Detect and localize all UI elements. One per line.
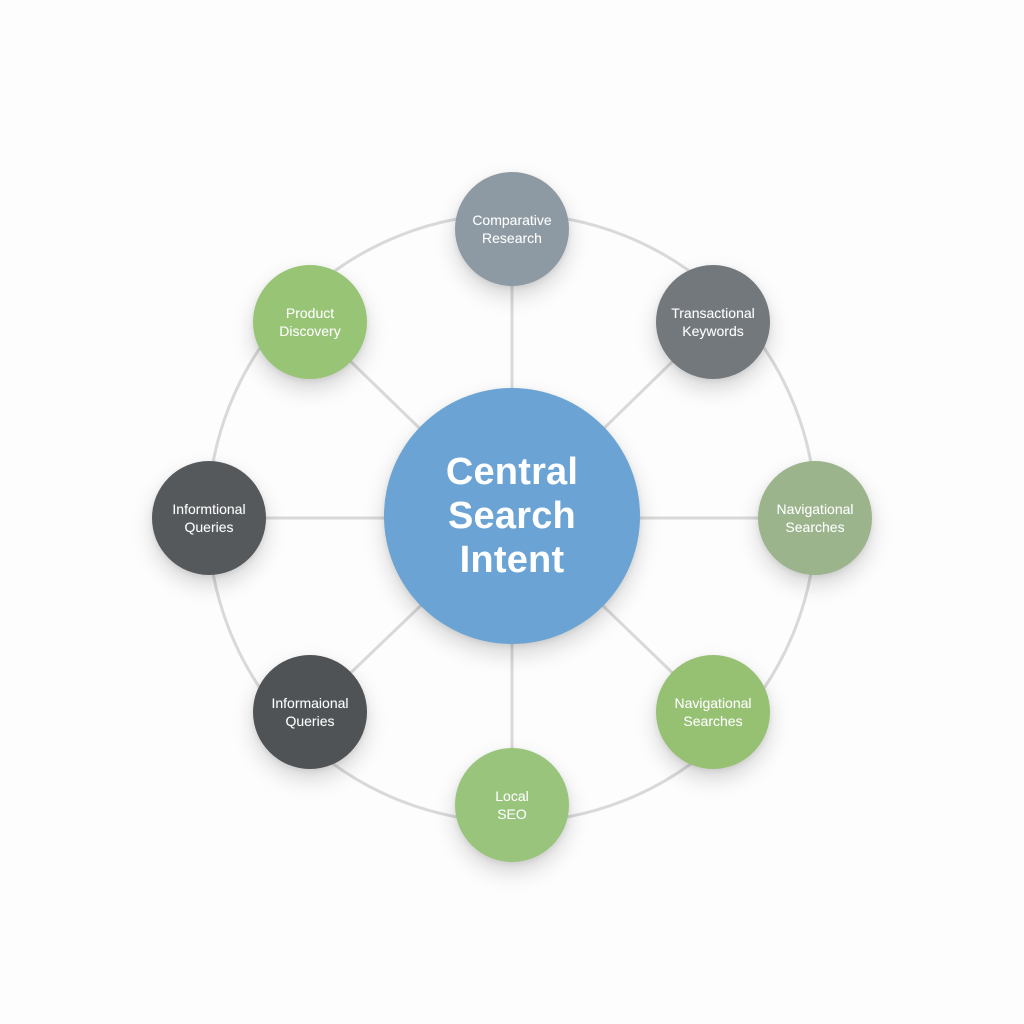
node-informtional-queries: Informtional Queries [152,461,266,575]
node-label: Navigational Searches [674,695,752,729]
node-transactional-keywords: Transactional Keywords [656,265,770,379]
node-label: Transactional Keywords [671,305,755,339]
node-navigational-searches-bottom-right: Navigational Searches [656,655,770,769]
node-label: Comparative Research [472,212,552,246]
node-informaional-queries: Informaional Queries [253,655,367,769]
node-product-discovery: Product Discovery [253,265,367,379]
node-label: Local SEO [495,788,529,822]
node-label: Product Discovery [279,305,341,339]
node-label: Informaional Queries [271,695,349,729]
node-label: Informtional Queries [172,501,246,535]
node-comparative-research: Comparative Research [455,172,569,286]
hub-label: Central Search Intent [445,451,579,581]
hub-node: Central Search Intent [384,388,640,644]
node-local-seo: Local SEO [455,748,569,862]
node-navigational-searches-right: Navigational Searches [758,461,872,575]
node-label: Navigational Searches [776,501,854,535]
